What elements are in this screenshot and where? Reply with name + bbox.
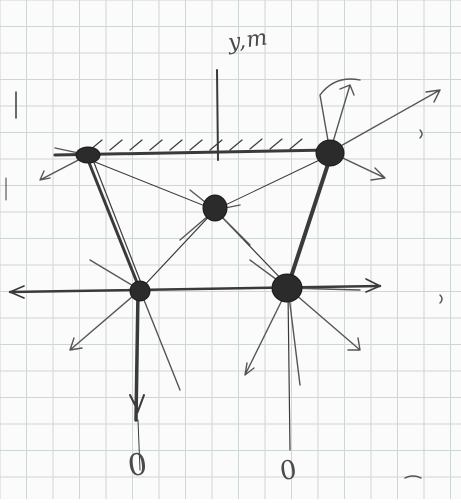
inner-triangle — [140, 210, 288, 290]
node-bottom-right — [272, 274, 302, 302]
top-beam-hatching — [90, 139, 302, 150]
arrow-bl-down — [140, 290, 180, 390]
left-leg-double — [93, 160, 143, 288]
node-top-left — [76, 147, 100, 163]
right-leg — [288, 158, 330, 286]
arrow-bl-downleft — [70, 290, 140, 350]
left-vertical-drop — [136, 292, 138, 420]
right-mark-2 — [440, 295, 442, 303]
right-mark-1 — [420, 130, 422, 138]
force-arrows — [40, 79, 442, 478]
node-center — [203, 195, 227, 221]
arrow-br-down — [288, 288, 300, 385]
node-bottom-left — [130, 281, 150, 301]
node-top-right — [316, 140, 344, 166]
top-vertical-axis — [217, 70, 218, 160]
ink-strokes — [6, 70, 380, 470]
